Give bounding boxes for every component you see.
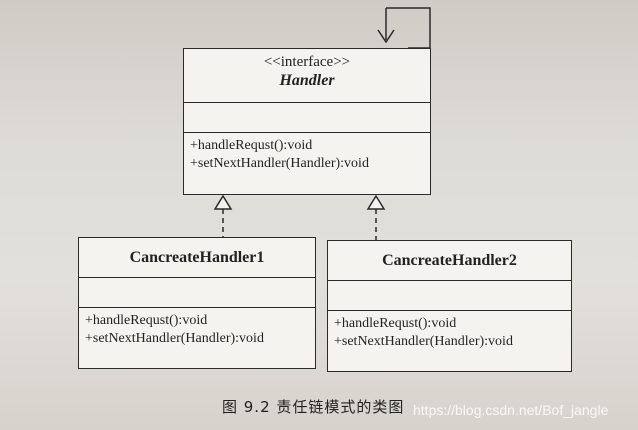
handler-method: +setNextHandler(Handler):void [190, 156, 369, 171]
watermark-text: https://blog.csdn.net/Bof_jangle [413, 402, 609, 418]
handler-method: +handleRequst():void [190, 138, 313, 153]
self-association-arrowhead [377, 29, 395, 44]
concrete-handler-2-attributes-section [328, 281, 571, 311]
concrete-handler-2-method: +handleRequst():void [334, 316, 457, 331]
concrete-handler-1-name: CancreateHandler1 [129, 249, 265, 266]
figure-caption: 图 9.2 责任链模式的类图 [222, 398, 405, 416]
self-association-line [386, 7, 431, 49]
concrete-handler-2-methods-section: +handleRequst():void +setNextHandler(Han… [328, 311, 571, 355]
concrete-handler-1-method: +handleRequst():void [85, 313, 208, 328]
concrete-handler-1-box: CancreateHandler1 +handleRequst():void +… [78, 237, 316, 369]
concrete-handler-2-name-section: CancreateHandler2 [328, 241, 571, 281]
handler-stereotype: <<interface>> [263, 54, 351, 70]
handler-attributes-section [184, 103, 430, 133]
concrete-handler-2-method: +setNextHandler(Handler):void [334, 334, 513, 349]
handler-name-section: <<interface>> Handler [184, 49, 430, 103]
concrete-handler-1-name-section: CancreateHandler1 [79, 238, 315, 278]
handler-class-box: <<interface>> Handler +handleRequst():vo… [183, 48, 431, 195]
concrete-handler-1-method: +setNextHandler(Handler):void [85, 331, 264, 346]
concrete-handler-1-methods-section: +handleRequst():void +setNextHandler(Han… [79, 308, 315, 352]
realization-arrowhead-2 [366, 194, 386, 210]
concrete-handler-2-box: CancreateHandler2 +handleRequst():void +… [327, 240, 572, 372]
concrete-handler-1-attributes-section [79, 278, 315, 308]
handler-methods-section: +handleRequst():void +setNextHandler(Han… [184, 133, 430, 177]
handler-name: Handler [279, 72, 335, 89]
concrete-handler-2-name: CancreateHandler2 [382, 252, 517, 269]
realization-arrowhead-1 [213, 194, 233, 210]
